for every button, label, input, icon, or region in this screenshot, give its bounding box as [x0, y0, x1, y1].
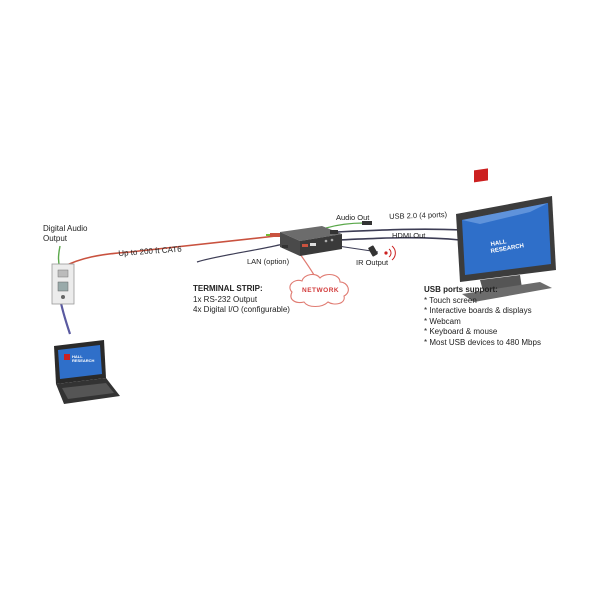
ir-output-label: IR Output: [356, 258, 389, 267]
digital-audio-label: Digital Audio: [43, 224, 88, 233]
usb-support-item: * Keyboard & mouse: [424, 327, 498, 336]
ir-emitter-icon: [368, 245, 396, 261]
audio-connector: [362, 221, 372, 225]
terminal-strip-block: TERMINAL STRIP: 1x RS-232 Output 4x Digi…: [193, 284, 290, 316]
usb-support-item: * Most USB devices to 480 Mbps: [424, 337, 541, 347]
monitor-brand-line2: RESEARCH: [490, 243, 524, 255]
terminal-cable: [196, 243, 284, 263]
hdmi-cable: [337, 236, 461, 241]
usb-connector: [330, 230, 338, 234]
laptop-brand-line1: HALL: [72, 354, 83, 359]
usb-label: USB 2.0 (4 ports): [389, 209, 448, 221]
hdmi-out-label: HDMI Out: [392, 231, 426, 240]
usb-support-item: * Touch screen: [424, 295, 477, 305]
usb-support-item: * Webcam: [424, 316, 461, 326]
usb-support-title: USB ports support:: [424, 285, 498, 294]
monitor-brand-line1: HALL: [490, 239, 507, 248]
audio-out-label: Audio Out: [336, 213, 370, 222]
usb-cable: [335, 228, 463, 233]
usb-support-item: * Interactive boards & displays: [424, 306, 532, 315]
laptop: HALL RESEARCH: [54, 340, 120, 404]
usb-support-block: USB ports support: * Touch screen * Inte…: [424, 285, 541, 348]
network-label: NETWORK: [302, 287, 339, 294]
monitor: HALL RESEARCH: [456, 168, 556, 302]
digital-audio-output-label: Output: [43, 234, 68, 243]
lan-label: LAN (option): [247, 257, 290, 266]
audio-cable-right: [325, 222, 365, 229]
wall-plate: [51, 263, 75, 305]
laptop-brand-line2: RESEARCH: [72, 358, 95, 363]
extender-box: [266, 226, 342, 256]
terminal-strip-title: TERMINAL STRIP:: [193, 284, 263, 293]
terminal-strip-line: 4x Digital I/O (configurable): [193, 305, 290, 314]
terminal-strip-line: 1x RS-232 Output: [193, 294, 258, 304]
network-cloud: NETWORK: [289, 273, 349, 308]
